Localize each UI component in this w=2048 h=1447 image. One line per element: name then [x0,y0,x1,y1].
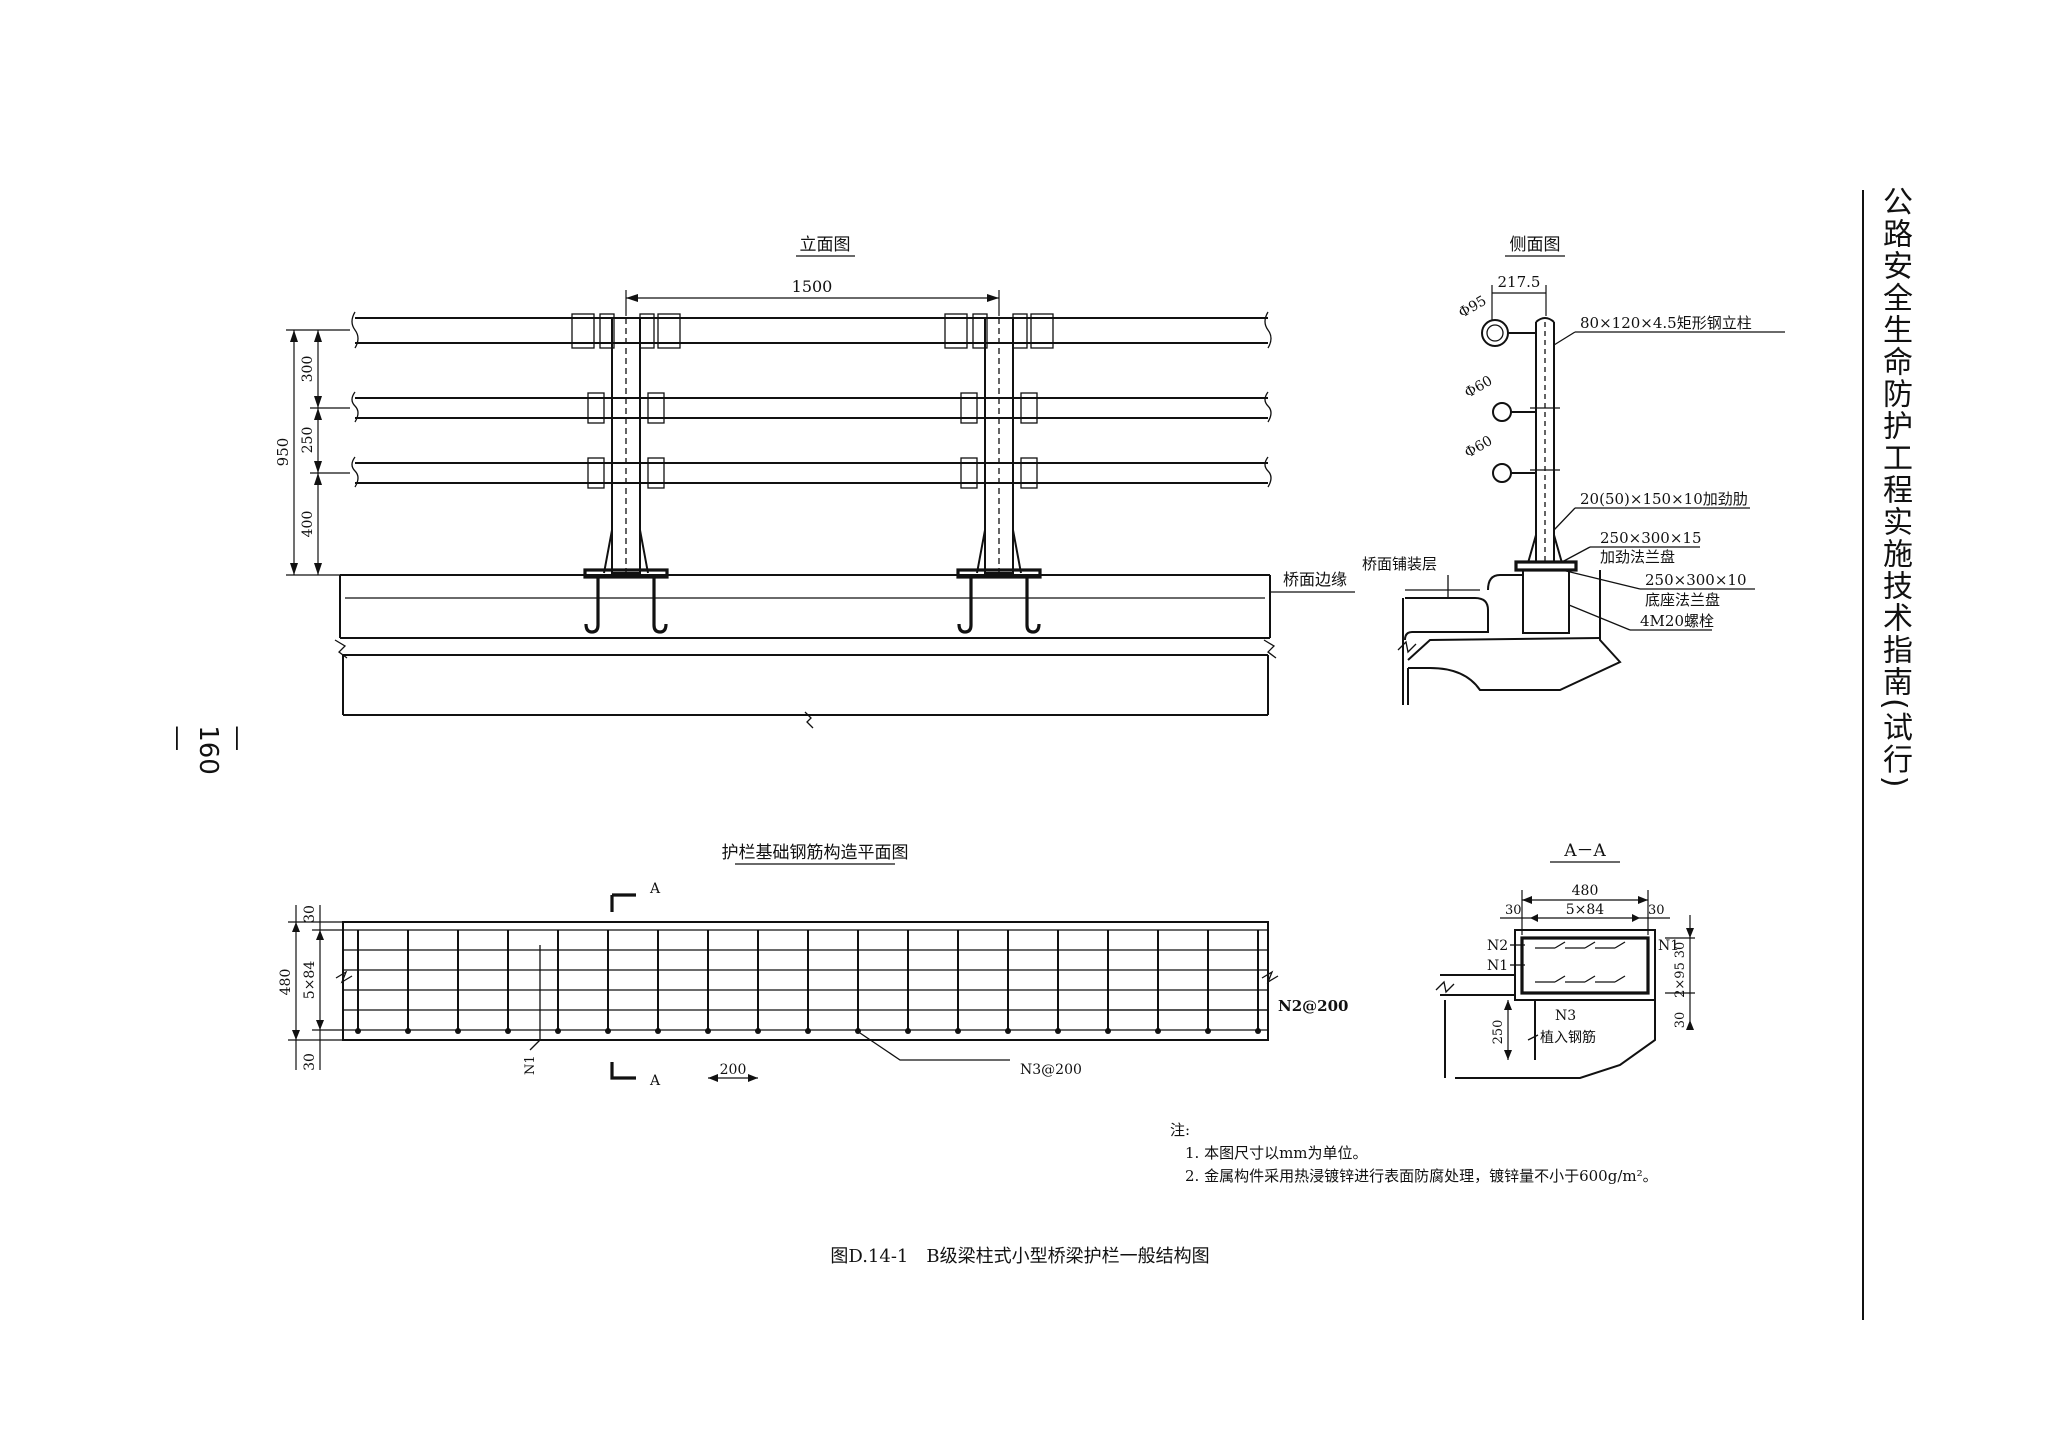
note-1: 1. 本图尺寸以mm为单位。 [1185,1144,1368,1162]
plan-dim-30-bot: 30 [302,1053,318,1071]
dim-vertical: 950 300 250 400 [274,329,350,576]
section-title: A－A [1563,841,1606,861]
notes: 注: 1. 本图尺寸以mm为单位。 2. 金属构件采用热浸镀锌进行表面防腐处理，… [1170,1121,1658,1185]
embed-leader [1527,1034,1539,1041]
plan-dim-30-top: 30 [302,905,318,923]
plan-transverse-bars [357,930,1259,1033]
section-dims-top: 480 5×84 30 30 [1500,883,1670,935]
rail-bottom [355,462,1268,484]
dim-250-text: 250 [300,427,316,454]
plan-longitudinal-bars [343,929,1268,1031]
section-dim-30-bot: 30 [1673,1012,1688,1029]
plan-dim-5x84: 5×84 [302,961,318,1000]
phi-95-text: Φ95 [1456,293,1489,322]
deck-edge-callout: 桥面边缘 [1270,570,1355,593]
post-1 [571,313,681,634]
section-n2: N2 [1487,938,1508,954]
section-cut-a: A A [610,881,661,1089]
plan-dims: 30 480 5×84 30 [278,905,343,1071]
figure-caption: 图D.14-1 B级梁柱式小型桥梁护栏一般结构图 [830,1246,1209,1267]
section-n1: N1 [1658,938,1679,954]
paving-label: 桥面铺装层 [1362,555,1437,573]
dim-400-text: 400 [300,511,316,538]
plan-callouts: N1 N2@200 N3@200 200 [523,945,1348,1082]
dim-300-text: 300 [300,356,316,383]
dim-1500-text: 1500 [792,277,833,296]
plan-bar-dots [355,1028,1261,1034]
section-dim-250-text: 250 [1491,1020,1506,1045]
paving-callout: 桥面铺装层 [1362,555,1449,598]
deck-slab [334,574,1277,729]
book-title: 公路安全生命防护工程实施技术指南(试行) [1877,186,1912,790]
section-dim-2x95: 2×95 [1673,962,1688,998]
notes-heading: 注: [1170,1121,1190,1139]
section-dims-right: 30 2×95 30 [1665,915,1695,1030]
phi-60-lower-text: Φ60 [1462,433,1495,462]
plan-n3: N3@200 [1020,1062,1082,1078]
rail-break-marks [351,311,1272,488]
section-n3: N3 [1555,1008,1576,1024]
dim-217-text: 217.5 [1498,273,1541,291]
side-dim-217: 217.5 [1491,273,1547,320]
elevation-title: 立面图 [800,235,851,255]
plan-spacing: 200 [720,1062,747,1078]
side-view-title: 侧面图 [1510,235,1561,255]
flange1-size: 250×300×15 [1600,529,1701,547]
stiffener-label: 20(50)×150×10加劲肋 [1580,490,1748,508]
bolt-label: 4M20螺栓 [1640,612,1714,630]
plan-break-marks [335,970,1279,984]
post-label: 80×120×4.5矩形钢立柱 [1580,314,1752,332]
section-a-top: A [649,881,661,897]
flange2-name: 底座法兰盘 [1645,591,1720,609]
section-dim-30-right: 30 [1648,903,1665,918]
section-aa: A－A 480 5×84 30 30 [1435,841,1695,1079]
phi-60-upper-text: Φ60 [1462,373,1495,402]
section-dim-480: 480 [1572,883,1599,899]
plan-outline [342,921,1269,1041]
plan-dim-480: 480 [278,969,294,996]
plan-view: 护栏基础钢筋构造平面图 [278,843,1348,1089]
note-2: 2. 金属构件采用热浸镀锌进行表面防腐处理，镀锌量不小于600g/m²。 [1185,1167,1658,1185]
side-view: 侧面图 217.5 Φ95 Φ60 [1362,235,1785,705]
flange1-name: 加劲法兰盘 [1600,548,1675,566]
embed-label: 植入钢筋 [1540,1029,1596,1046]
side-deck-profile [1397,570,1622,705]
side-rails [1481,319,1560,483]
section-n1-left: N1 [1487,958,1508,974]
deck-edge-label: 桥面边缘 [1283,570,1347,589]
section-a-bottom: A [649,1073,661,1089]
dim-1500: 1500 [625,277,1000,316]
flange2-size: 250×300×10 [1645,571,1746,589]
plan-title: 护栏基础钢筋构造平面图 [722,843,909,863]
section-dim-30-left: 30 [1505,903,1522,918]
post-2 [944,313,1054,634]
plan-n1: N1 [523,1055,538,1075]
plan-n2: N2@200 [1278,997,1348,1015]
dim-950-text: 950 [274,438,292,467]
section-foundation [1435,929,1656,1079]
side-post [1514,317,1578,634]
section-dim-95-top: 30 [1673,942,1688,959]
rail-middle [355,397,1268,419]
section-dim-250: 250 [1491,1000,1512,1060]
rail-top [355,317,1268,344]
side-rule [1862,190,1864,1320]
elevation-view: 立面图 [274,235,1355,729]
section-dim-5x84: 5×84 [1566,902,1605,918]
